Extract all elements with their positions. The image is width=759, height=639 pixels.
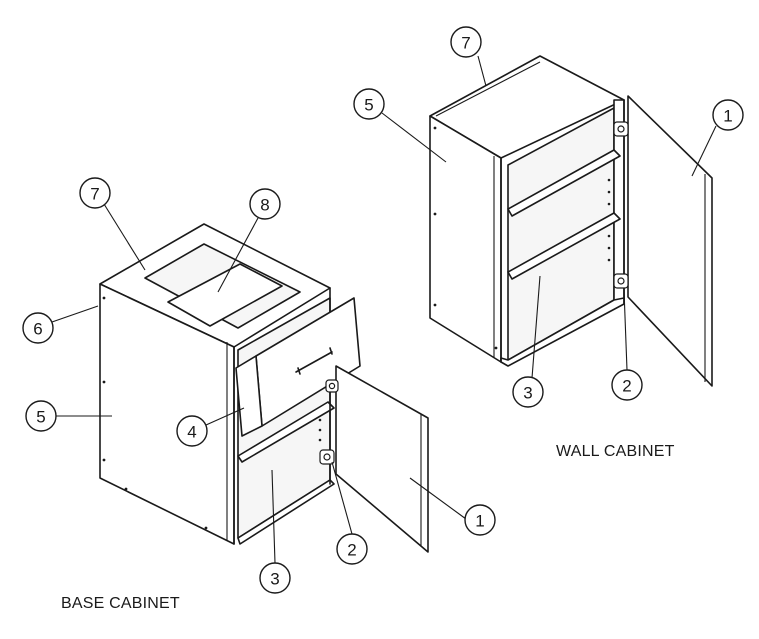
svg-text:2: 2 <box>347 541 356 560</box>
base-drawer-box <box>167 263 283 327</box>
base-cabinet-drawing <box>99 223 429 553</box>
base-callout-8: 8 <box>249 188 281 220</box>
wall-leader-3 <box>531 275 541 379</box>
wall-shelf-pin-holes <box>607 178 611 262</box>
svg-text:2: 2 <box>622 377 631 396</box>
base-bottom-panel <box>237 479 335 545</box>
wall-side-dots <box>433 126 498 350</box>
base-callout-1: 1 <box>464 504 496 536</box>
svg-text:1: 1 <box>475 512 484 531</box>
svg-text:6: 6 <box>33 320 42 339</box>
svg-text:5: 5 <box>36 408 45 427</box>
svg-text:1: 1 <box>723 107 732 126</box>
base-shelf-pin-holes <box>318 418 322 442</box>
wall-callout-5: 5 <box>353 88 385 120</box>
base-leader-7 <box>103 203 146 271</box>
base-callout-2: 2 <box>336 533 368 565</box>
base-hinge-upper <box>325 379 339 393</box>
base-callout-7: 7 <box>79 177 111 209</box>
wall-hinge-upper <box>613 121 629 137</box>
wall-leader-7 <box>477 55 487 87</box>
base-leader-4 <box>205 407 245 426</box>
base-callout-4: 4 <box>176 415 208 447</box>
base-leader-1 <box>409 477 467 520</box>
svg-text:8: 8 <box>260 196 269 215</box>
base-drawer-side <box>235 355 263 437</box>
wall-cabinet-caption: WALL CABINET <box>556 443 675 460</box>
svg-text:7: 7 <box>461 34 470 53</box>
base-side-dots <box>102 296 208 530</box>
wall-hinge-lower <box>613 273 629 289</box>
svg-text:3: 3 <box>270 570 279 589</box>
base-drawer-handle <box>295 347 333 375</box>
wall-callout-3: 3 <box>512 376 544 408</box>
leader-lines <box>51 55 717 564</box>
svg-text:3: 3 <box>523 384 532 403</box>
svg-text:7: 7 <box>90 185 99 204</box>
wall-door <box>627 95 713 387</box>
base-leader-2 <box>331 461 353 535</box>
svg-text:5: 5 <box>364 96 373 115</box>
svg-text:4: 4 <box>187 423 196 442</box>
base-callout-5: 5 <box>25 400 57 432</box>
wall-callout-1: 1 <box>712 99 744 131</box>
wall-leader-1 <box>691 125 717 177</box>
wall-callout-7: 7 <box>450 26 482 58</box>
wall-leader-2 <box>623 289 628 371</box>
base-cabinet-caption: BASE CABINET <box>61 595 180 612</box>
base-shelf <box>237 401 335 463</box>
base-leader-6 <box>51 305 99 323</box>
base-callouts: 7 8 6 5 4 1 2 <box>22 177 496 594</box>
wall-shelf-upper <box>507 149 621 217</box>
wall-cabinet-drawing <box>429 55 713 387</box>
base-callout-3: 3 <box>259 562 291 594</box>
base-hinge-lower <box>319 449 335 465</box>
wall-leader-5 <box>381 112 447 163</box>
base-leader-8 <box>217 217 259 293</box>
base-door <box>335 365 429 553</box>
base-leader-3 <box>271 469 276 564</box>
wall-top-edge <box>435 61 541 117</box>
wall-side-panel <box>429 115 502 363</box>
wall-callouts: 7 5 1 3 2 <box>353 26 744 408</box>
base-callout-6: 6 <box>22 312 54 344</box>
wall-callout-2: 2 <box>611 369 643 401</box>
wall-shelf-lower <box>507 212 621 280</box>
